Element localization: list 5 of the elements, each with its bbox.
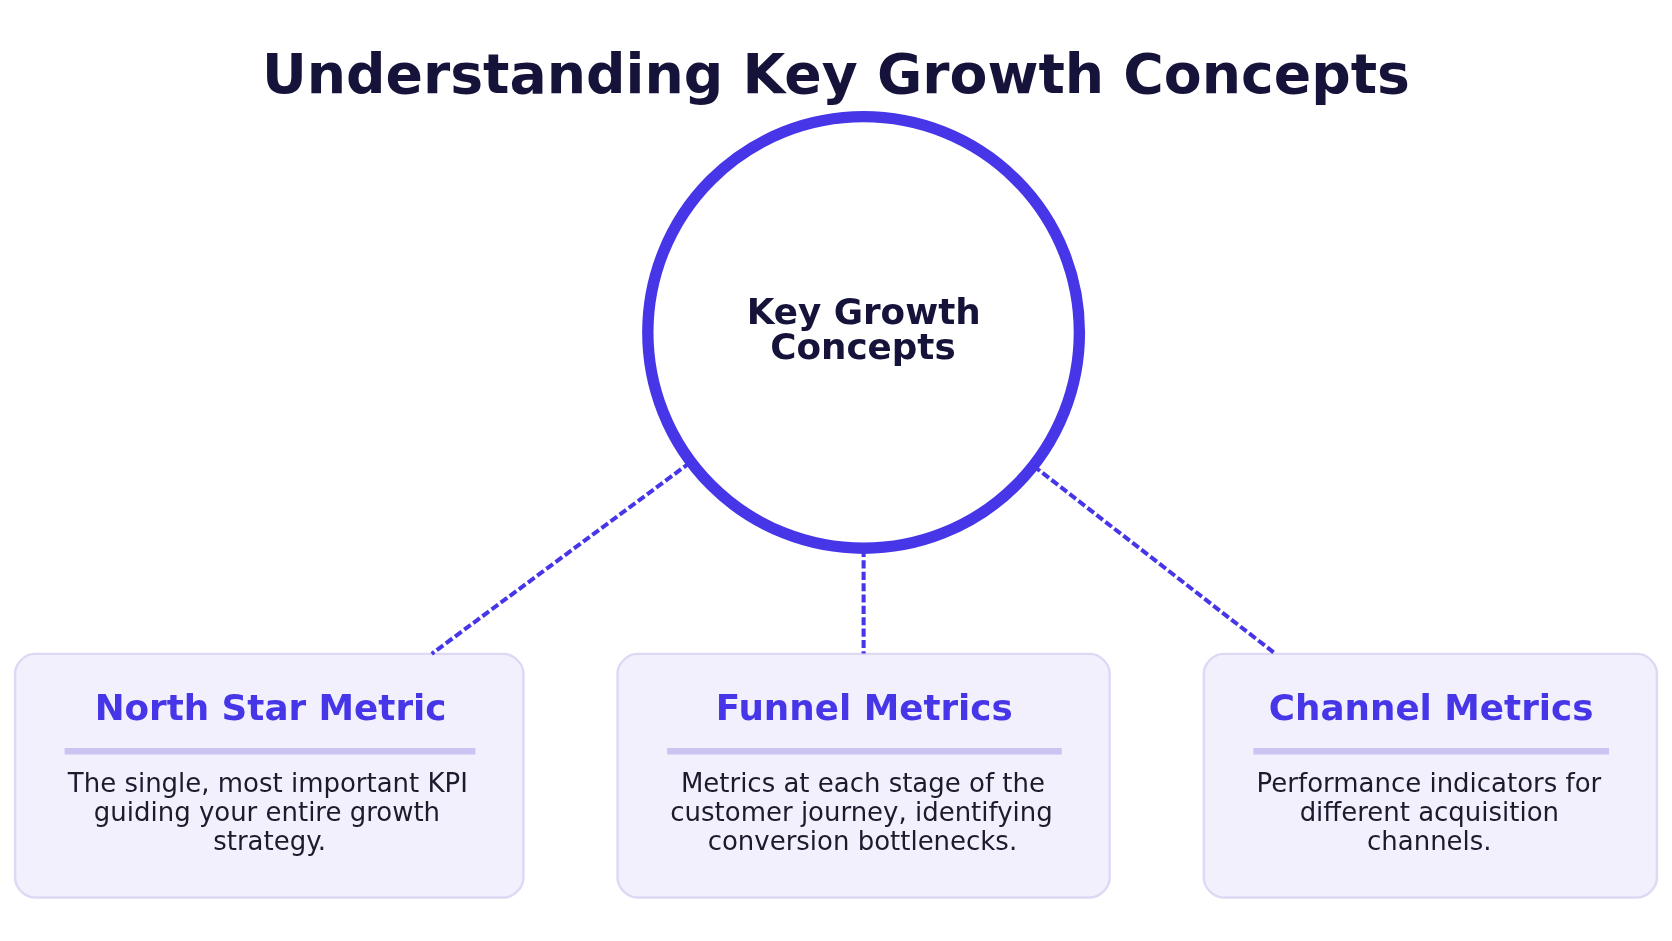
node-circle: Key Growth Concepts <box>642 111 1086 554</box>
diagram-title: Understanding Key Growth Concepts <box>261 41 1410 106</box>
node-box: Channel Metrics Performance indicators for different acquisition channels. <box>1202 652 1659 899</box>
node-box: Funnel Metrics Metrics at each stage of the customer journey, identifying conversion bottlenecks. <box>616 652 1111 899</box>
node-box: North Star Metric The single, most important KPI guiding your entire growth strategy. <box>13 652 525 899</box>
